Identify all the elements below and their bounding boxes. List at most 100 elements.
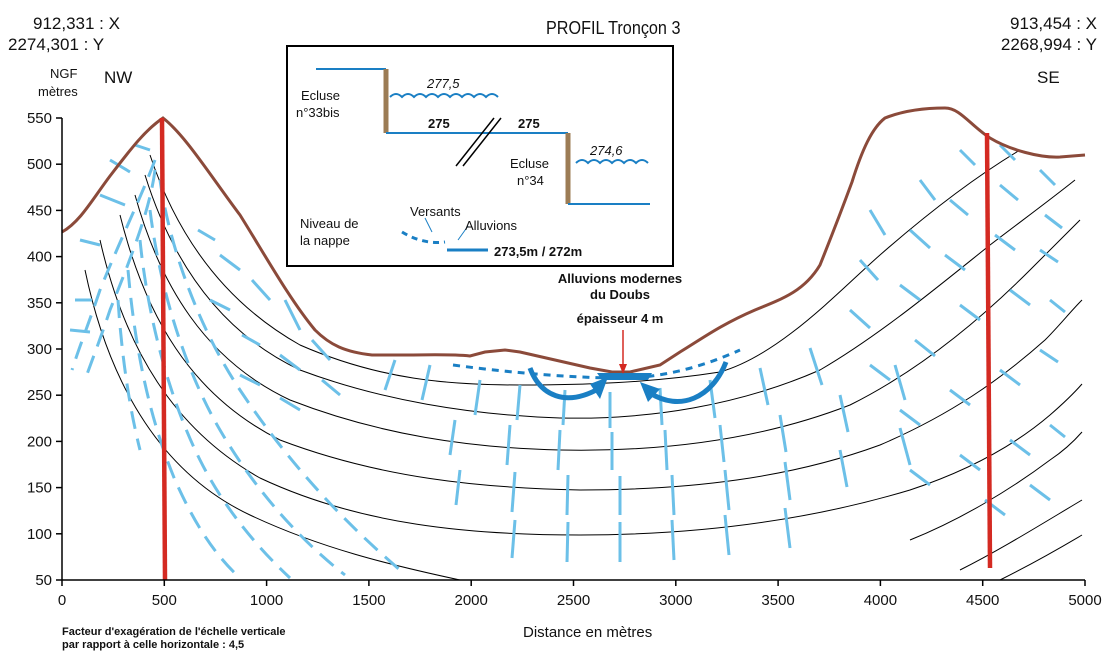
versants-label: Versants bbox=[410, 204, 461, 219]
bedding-tick bbox=[959, 453, 981, 472]
y-tick-label: 150 bbox=[27, 480, 52, 497]
bedding-tick bbox=[197, 228, 216, 242]
y-tick-label: 50 bbox=[35, 572, 52, 589]
bedding-tick bbox=[899, 283, 921, 302]
annotation-line1: Alluvions modernes bbox=[558, 271, 682, 286]
legend-versants-dashed bbox=[401, 230, 446, 244]
bedding-tick bbox=[778, 414, 788, 453]
bedding-tick bbox=[758, 367, 770, 406]
flow-arrow-left-head bbox=[590, 377, 608, 399]
bedding-tick bbox=[838, 394, 850, 433]
y-tick-label: 350 bbox=[27, 295, 52, 312]
bedding-tick bbox=[949, 388, 971, 407]
x-tick-label: 1000 bbox=[250, 592, 283, 609]
coord-left-y: 2274,301 : Y bbox=[8, 35, 105, 54]
bedding-tick bbox=[783, 507, 792, 549]
bedding-tick bbox=[241, 333, 261, 347]
y-tick-label: 500 bbox=[27, 156, 52, 173]
y-tick-label: 400 bbox=[27, 249, 52, 266]
bedding-tick bbox=[999, 368, 1021, 387]
bedding-tick bbox=[454, 469, 462, 506]
bedding-tick bbox=[893, 364, 907, 401]
x-tick-label: 3000 bbox=[659, 592, 692, 609]
fault-line-right bbox=[984, 132, 993, 569]
bedding-tick bbox=[79, 238, 101, 247]
y-unit-line2: mètres bbox=[38, 84, 78, 99]
bedding-tick bbox=[914, 338, 936, 358]
lock1-label-line2: n°33bis bbox=[296, 105, 340, 120]
bedding-tick bbox=[908, 228, 932, 250]
coord-left-x: 912,331 : X bbox=[33, 14, 120, 33]
bedding-tick bbox=[670, 519, 676, 561]
bedding-tick bbox=[998, 143, 1017, 162]
bedding-tick bbox=[383, 359, 397, 391]
topographic-surface bbox=[61, 106, 1086, 374]
water-waves-lower bbox=[575, 159, 649, 165]
bedding-tick bbox=[565, 474, 570, 516]
bedding-tick bbox=[109, 158, 131, 174]
bedding-tick bbox=[858, 258, 880, 282]
bedding-tick bbox=[515, 384, 522, 421]
level-mid-right-label: 275 bbox=[518, 116, 540, 131]
weathered-bed-dashed bbox=[116, 299, 142, 451]
x-tick-label: 0 bbox=[58, 592, 66, 609]
water-waves-upper bbox=[389, 93, 499, 99]
bedding-tick bbox=[321, 378, 341, 397]
x-tick-label: 3500 bbox=[761, 592, 794, 609]
level-lower-label: 274,6 bbox=[589, 143, 623, 158]
bedding-tick bbox=[505, 424, 512, 466]
bedding-contact-line bbox=[99, 239, 1083, 536]
legend-versants-pointer bbox=[424, 217, 433, 233]
water-table-dashed bbox=[452, 348, 741, 380]
nappe-label-line1: Niveau de bbox=[300, 216, 359, 231]
alluvium-pointer-head bbox=[619, 364, 627, 374]
bedding-tick bbox=[1038, 168, 1057, 187]
bedding-tick bbox=[944, 253, 966, 272]
bedding-tick bbox=[1049, 423, 1066, 439]
bedding-contact-line bbox=[959, 499, 1083, 571]
flow-arrow-right-head bbox=[640, 382, 660, 402]
bedding-tick bbox=[1044, 213, 1063, 230]
nappe-value-label: 273,5m / 272m bbox=[494, 244, 582, 259]
bedding-tick bbox=[99, 193, 126, 207]
figure-title: PROFIL Tronçon 3 bbox=[546, 18, 681, 38]
bedding-tick bbox=[918, 179, 937, 201]
bedding-tick bbox=[1009, 438, 1031, 457]
level-upper-label: 277,5 bbox=[426, 76, 460, 91]
weathered-bed-dashed bbox=[126, 269, 242, 580]
legend-alluvions-pointer bbox=[457, 225, 469, 241]
bedding-tick bbox=[448, 419, 457, 456]
bedding-tick bbox=[209, 298, 231, 312]
bedding-tick bbox=[1039, 248, 1059, 264]
bedding-tick bbox=[838, 449, 849, 488]
y-tick-label: 550 bbox=[27, 110, 52, 127]
flow-arrow-right bbox=[648, 361, 729, 404]
x-tick-label: 4000 bbox=[864, 592, 897, 609]
bedding-ticks bbox=[69, 143, 1066, 563]
bedding-tick bbox=[1049, 298, 1066, 314]
bedding-contact-line bbox=[909, 431, 1083, 541]
bedding-tick bbox=[556, 429, 562, 471]
fault-line-left bbox=[159, 117, 168, 581]
bedding-tick bbox=[723, 469, 731, 511]
break-mark-1 bbox=[455, 117, 495, 167]
direction-se: SE bbox=[1037, 68, 1060, 87]
bedding-tick bbox=[1029, 483, 1051, 502]
bedding-tick bbox=[958, 148, 977, 167]
y-tick-label: 250 bbox=[27, 387, 52, 404]
coord-right-x: 913,454 : X bbox=[1010, 14, 1097, 33]
bedding-tick bbox=[510, 471, 517, 513]
x-tick-label: 2500 bbox=[557, 592, 590, 609]
x-tick-label: 5000 bbox=[1068, 592, 1101, 609]
x-tick-label: 4500 bbox=[966, 592, 999, 609]
direction-nw: NW bbox=[104, 68, 133, 87]
lock2-label-line1: Ecluse bbox=[510, 156, 549, 171]
bedding-tick bbox=[310, 338, 332, 362]
inset-box bbox=[286, 45, 674, 267]
x-tick-label: 500 bbox=[152, 592, 177, 609]
level-mid-left-label: 275 bbox=[428, 116, 450, 131]
bedding-tick bbox=[783, 461, 792, 501]
y-unit-line1: NGF bbox=[50, 66, 78, 81]
bedding-contact-line bbox=[999, 534, 1083, 581]
